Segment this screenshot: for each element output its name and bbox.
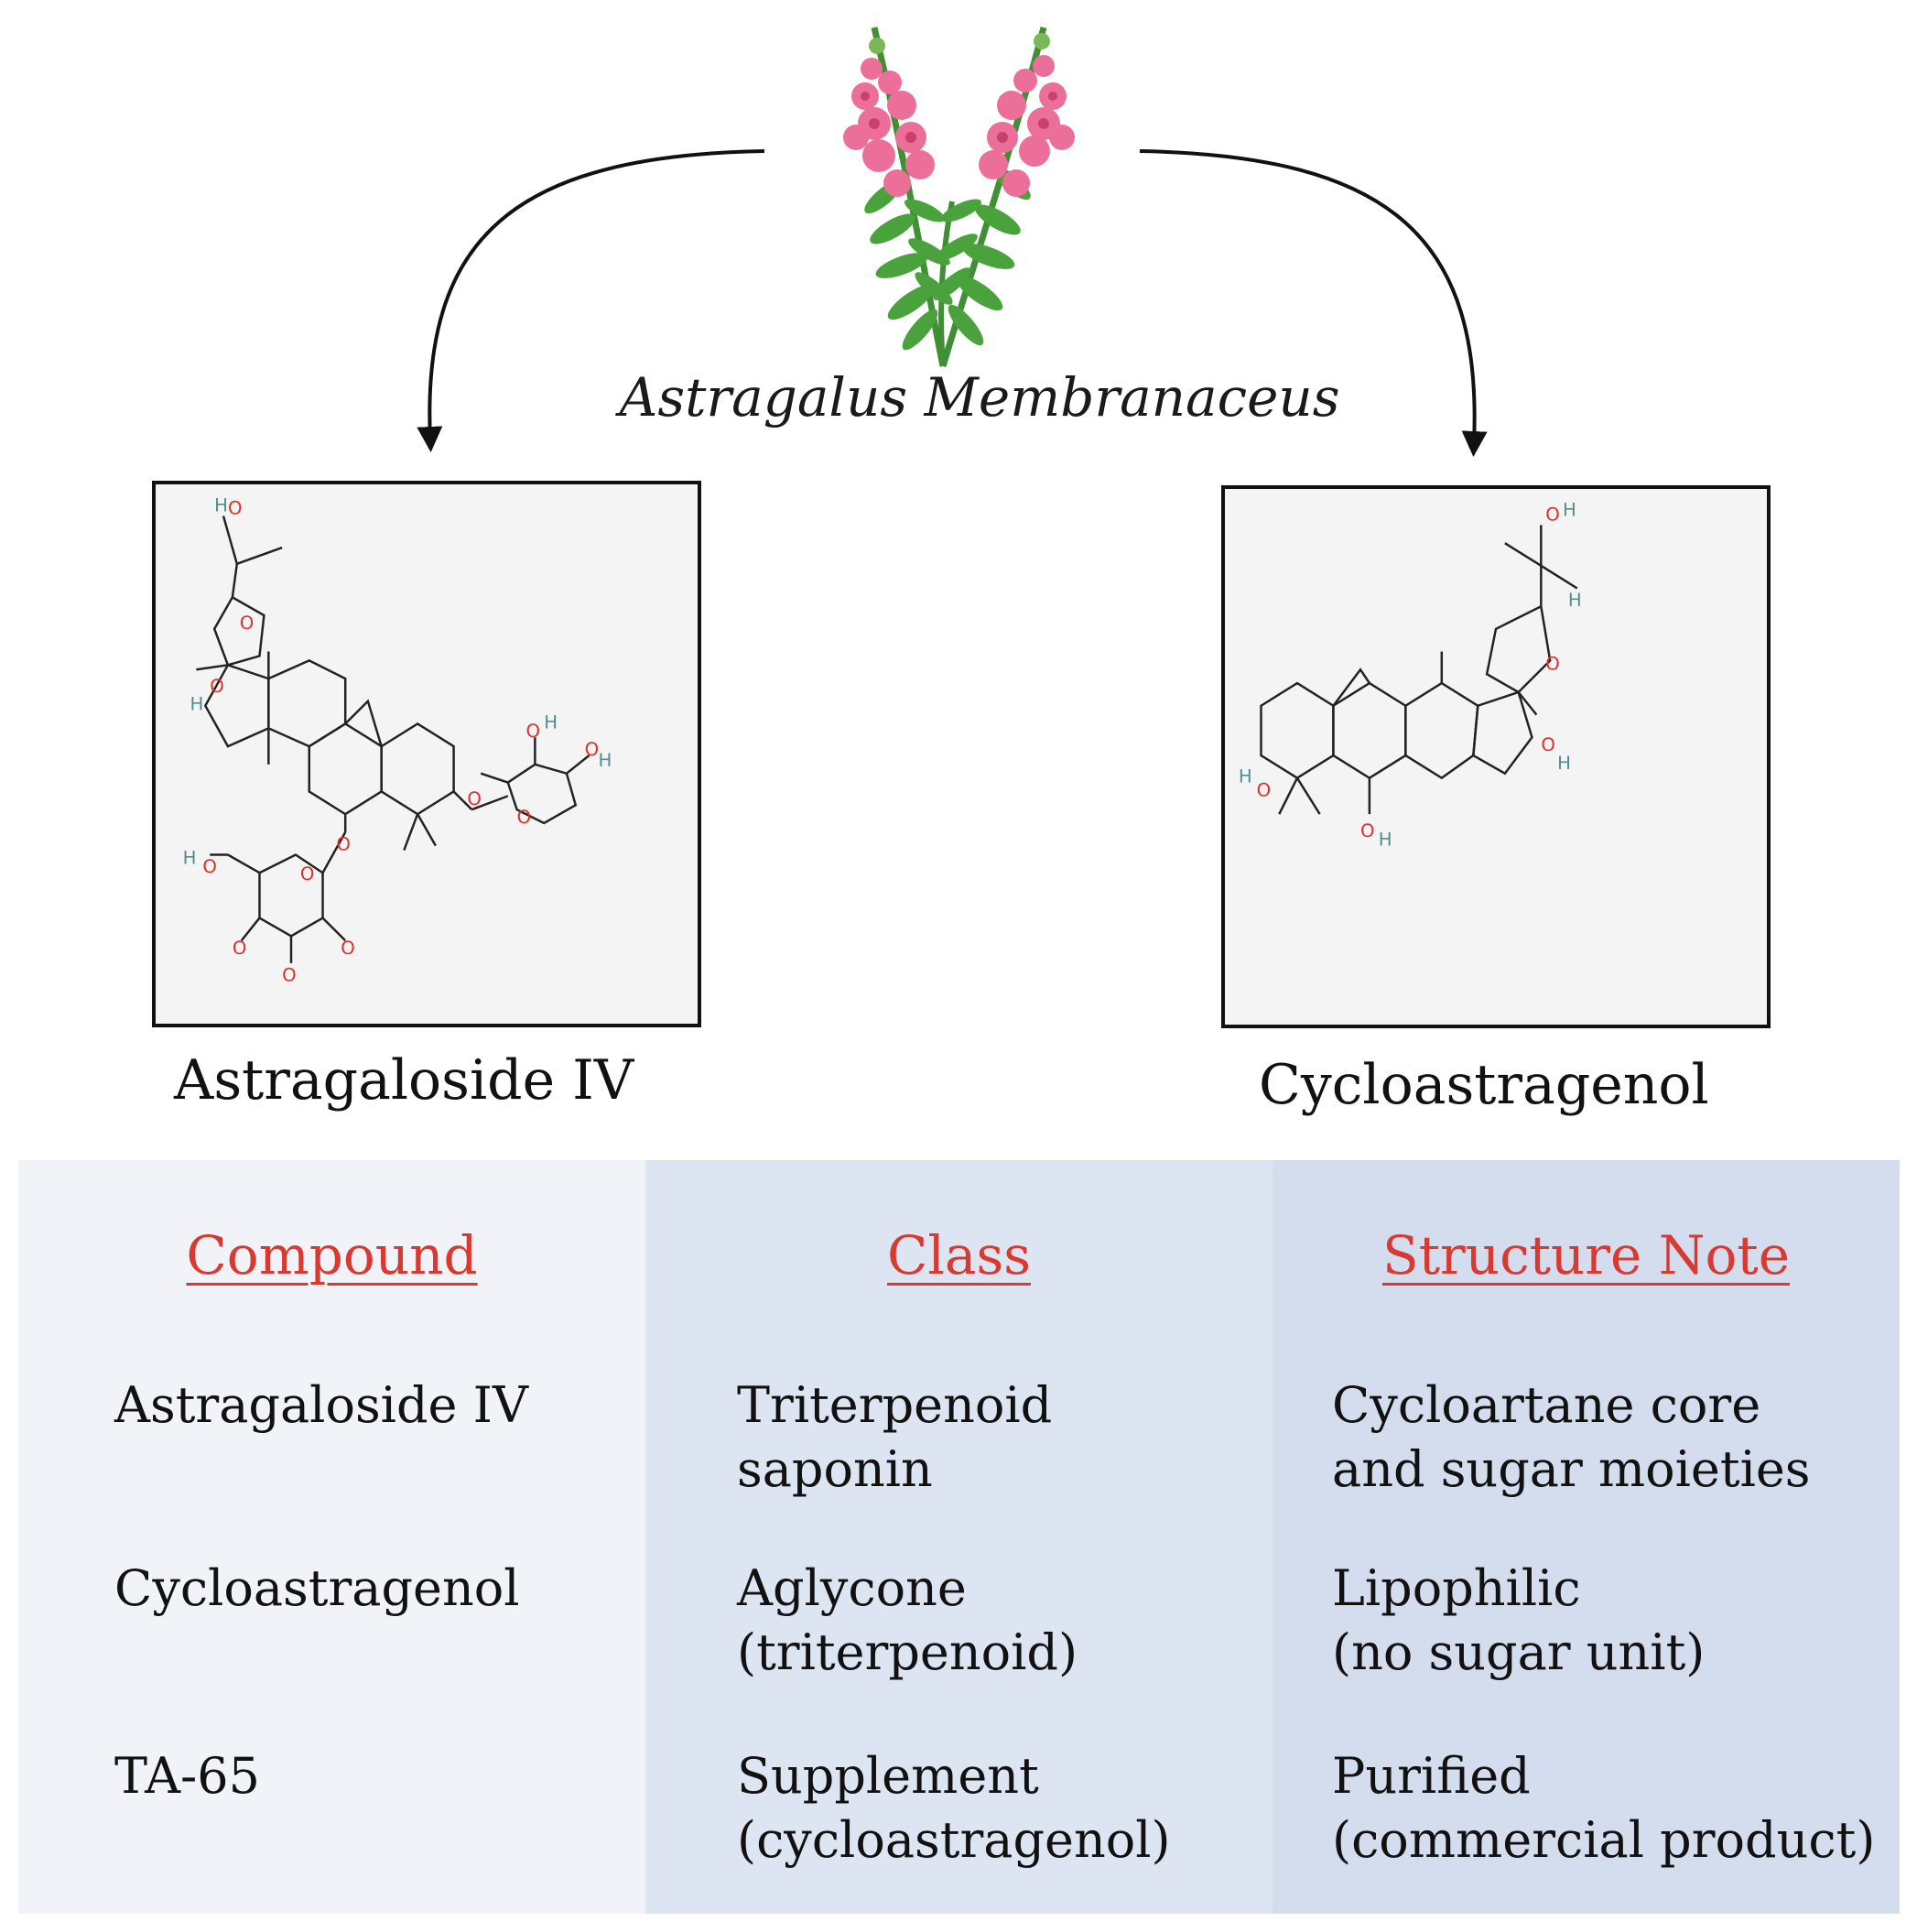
- arrow-to-cycloastragenol: [1139, 149, 1488, 457]
- svg-text:O: O: [228, 498, 243, 519]
- plant-and-arrows-illustration: [417, 27, 1488, 457]
- svg-text:O: O: [467, 788, 482, 809]
- svg-text:O: O: [233, 938, 247, 959]
- svg-text:O: O: [240, 613, 255, 634]
- cell-compound-1: Astragaloside IV: [114, 1376, 528, 1434]
- svg-text:H: H: [1568, 590, 1582, 611]
- svg-text:H: H: [544, 711, 558, 733]
- svg-text:O: O: [1360, 820, 1375, 841]
- header-structure-note: Structure Note: [1381, 1224, 1791, 1286]
- svg-text:H: H: [1239, 766, 1252, 787]
- cycloastragenol-structure: O H O H O H O H O H: [1221, 485, 1771, 1028]
- svg-text:O: O: [210, 676, 224, 697]
- compound-table: Compound Class Structure Note: [18, 1160, 1900, 1914]
- svg-text:O: O: [1545, 505, 1560, 526]
- svg-text:O: O: [526, 721, 541, 742]
- cell-note-2: Lipophilic (no sugar unit): [1332, 1559, 1706, 1681]
- svg-text:H: H: [214, 495, 228, 516]
- header-class: Class: [886, 1224, 1032, 1286]
- svg-text:O: O: [1257, 779, 1272, 800]
- astragaloside-iv-title: Astragaloside IV: [174, 1048, 634, 1113]
- plant-name-label: Astragalus Membranaceus: [619, 366, 1340, 429]
- svg-text:O: O: [1545, 653, 1560, 674]
- svg-text:H: H: [190, 694, 204, 715]
- svg-text:H: H: [1557, 753, 1571, 774]
- cell-compound-2: Cycloastragenol: [114, 1559, 520, 1617]
- cell-class-1: Triterpenoid saponin: [737, 1376, 1053, 1498]
- column-class: Class: [645, 1160, 1273, 1914]
- astragalus-plant-icon: [843, 27, 1075, 368]
- cell-compound-3: TA-65: [114, 1747, 261, 1805]
- svg-text:O: O: [1541, 734, 1555, 755]
- column-compound: Compound: [18, 1160, 645, 1914]
- cell-class-3: Supplement (cycloastragenol): [737, 1747, 1171, 1869]
- svg-text:O: O: [341, 938, 355, 959]
- svg-text:H: H: [1563, 500, 1576, 521]
- cell-class-2: Aglycone (triterpenoid): [737, 1559, 1078, 1681]
- astragaloside-iv-structure: H O O O H O O O H O H O O O H O O O: [152, 481, 701, 1027]
- svg-text:H: H: [1379, 830, 1392, 851]
- svg-text:O: O: [585, 739, 600, 760]
- cell-note-1: Cycloartane core and sugar moieties: [1332, 1376, 1811, 1498]
- arrow-to-astragaloside: [417, 149, 765, 452]
- svg-text:H: H: [598, 750, 612, 771]
- svg-text:H: H: [183, 847, 197, 868]
- column-structure-note: Structure Note: [1273, 1160, 1900, 1914]
- cell-note-3: Purified (commercial product): [1332, 1747, 1876, 1869]
- svg-text:O: O: [336, 834, 351, 855]
- cycloastragenol-title: Cycloastragenol: [1259, 1053, 1709, 1117]
- svg-text:O: O: [282, 965, 297, 986]
- svg-text:O: O: [517, 807, 532, 828]
- svg-text:O: O: [202, 856, 217, 877]
- svg-text:O: O: [300, 863, 315, 885]
- header-compound: Compound: [186, 1224, 478, 1286]
